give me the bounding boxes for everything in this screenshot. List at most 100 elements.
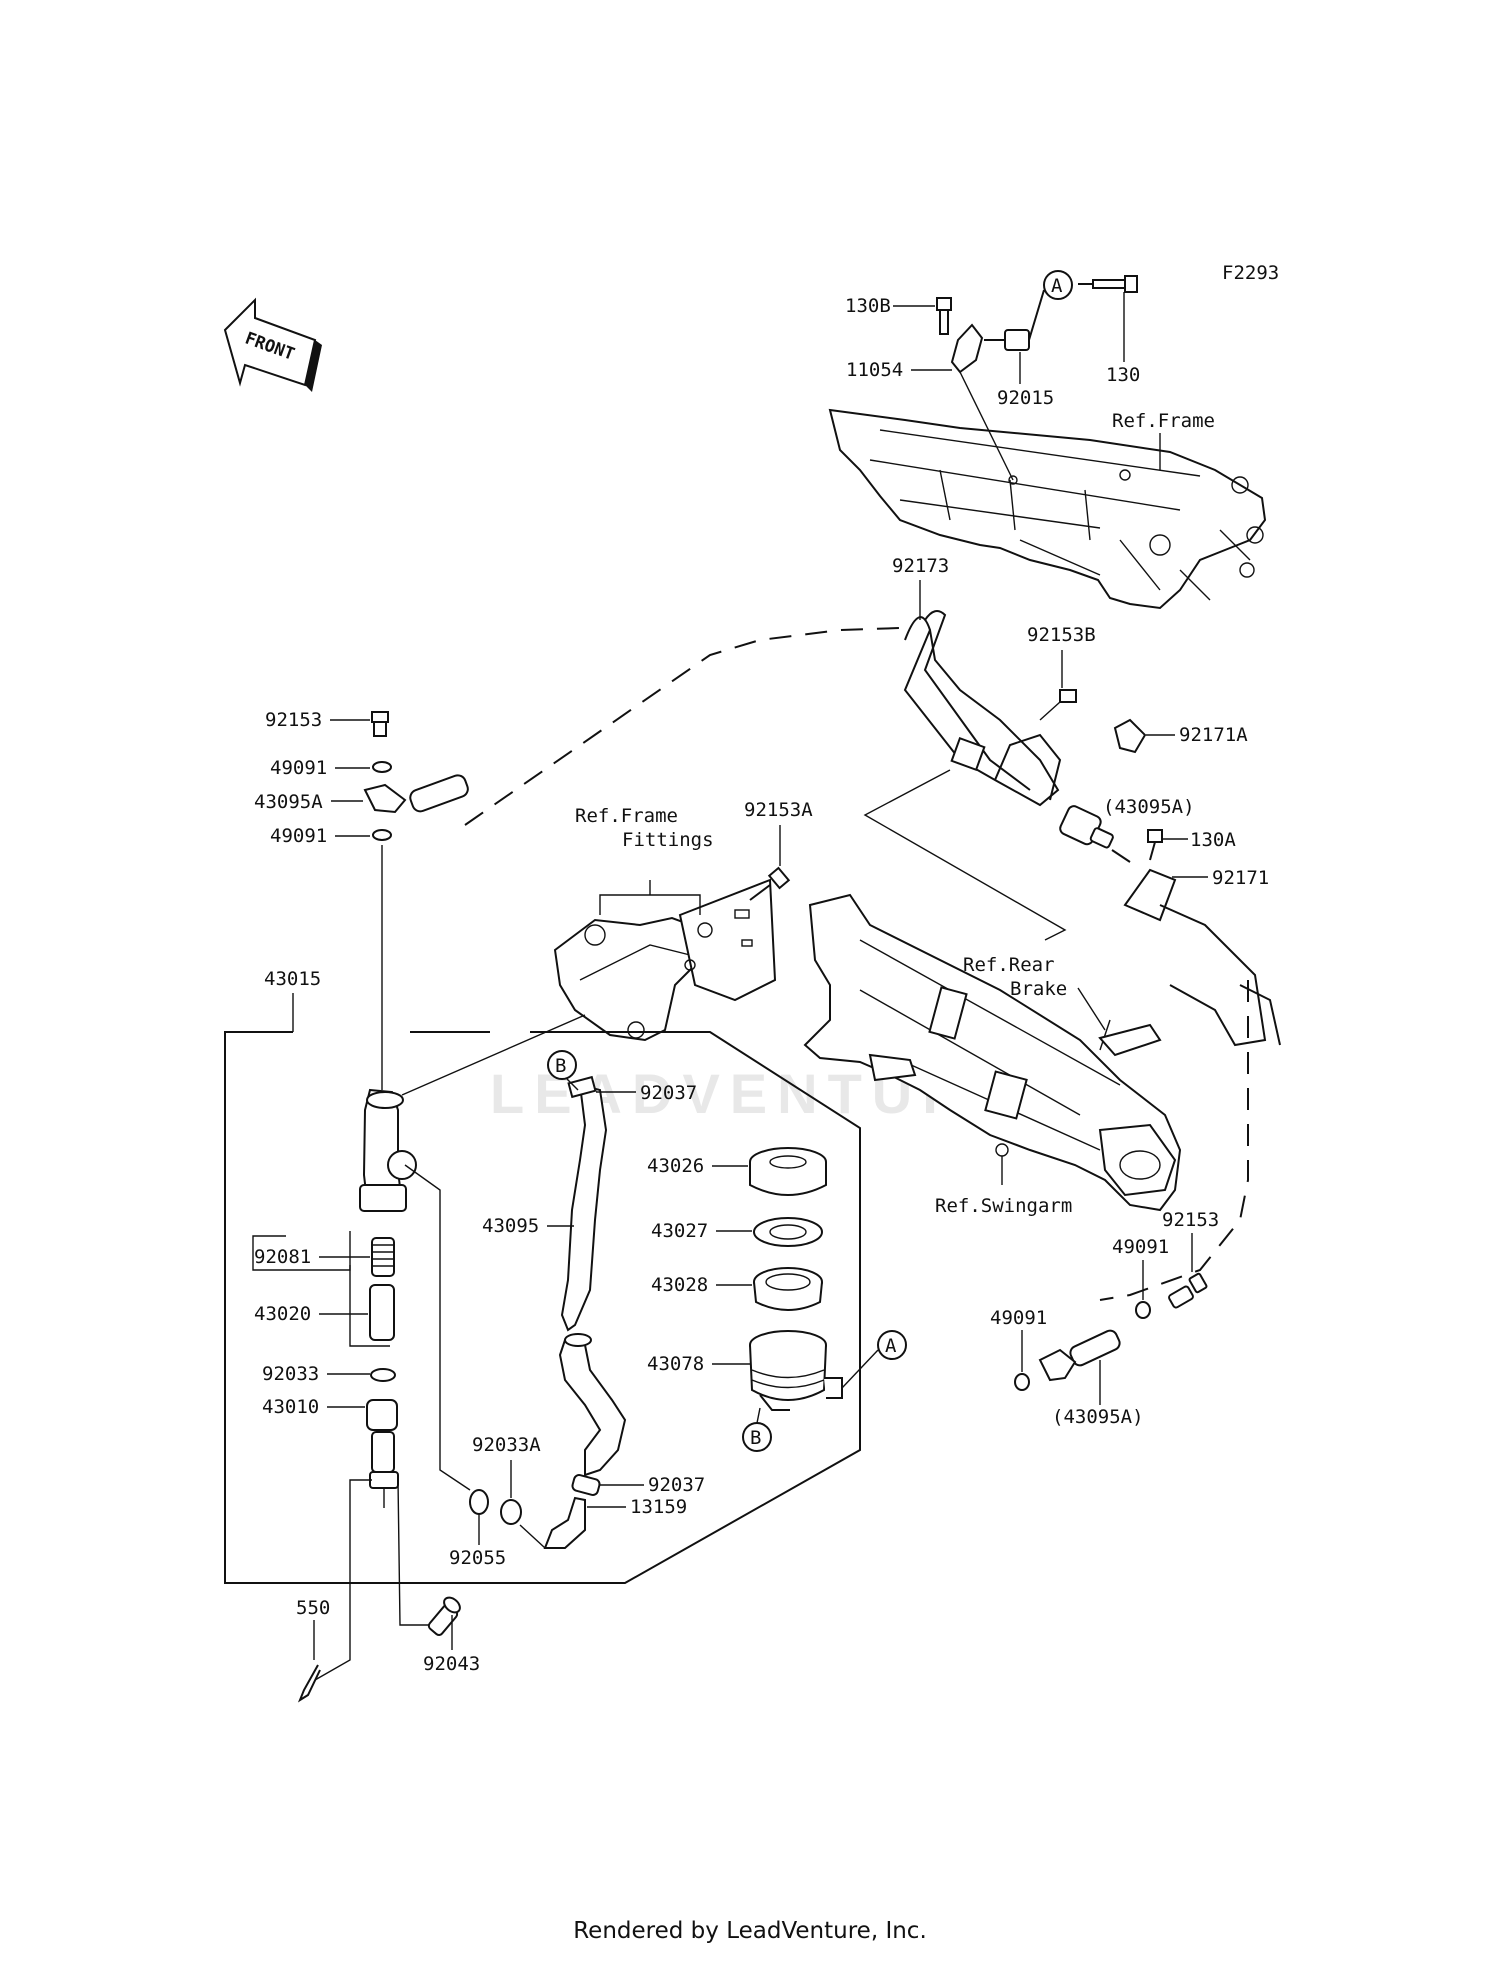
plate-43027 [753, 1217, 823, 1247]
label-92171A: 92171A [1146, 724, 1248, 746]
label-43010: 43010 [262, 1396, 365, 1418]
label-92153B: 92153B [1027, 624, 1096, 688]
label-11054: 11054 [846, 359, 952, 381]
label-92171: 92171 [1172, 867, 1269, 889]
bracket-11054 [950, 323, 984, 374]
svg-text:Ref.Rear: Ref.Rear [963, 954, 1055, 976]
svg-text:43020: 43020 [254, 1303, 311, 1325]
svg-text:130B: 130B [845, 295, 891, 317]
label-43078: 43078 [647, 1353, 750, 1375]
banjo-43095A [363, 783, 407, 814]
label-ref-frame-fittings: Ref.Frame Fittings [575, 805, 714, 851]
svg-text:43095: 43095 [482, 1215, 539, 1237]
svg-text:92171A: 92171A [1179, 724, 1248, 746]
svg-text:43015: 43015 [264, 968, 321, 990]
label-43020: 43020 [254, 1303, 368, 1325]
bolt-92153-head [371, 711, 389, 723]
label-13159: 13159 [587, 1496, 687, 1518]
bolt-92153B [1039, 689, 1077, 721]
bolt-130B-head [936, 297, 952, 311]
bolt-92153-shank [373, 721, 387, 737]
svg-text:43028: 43028 [651, 1274, 708, 1296]
label-92173: 92173 [892, 555, 949, 620]
svg-text:92153: 92153 [265, 709, 322, 731]
svg-text:92037: 92037 [640, 1082, 697, 1104]
svg-text:Fittings: Fittings [622, 829, 714, 851]
hose-fitting-43095A-right [1059, 805, 1131, 863]
washer-49091-lower [372, 829, 392, 841]
svg-text:11054: 11054 [846, 359, 903, 381]
brake-hose-92173 [903, 610, 1062, 807]
bolt-92153-right-head [1188, 1272, 1208, 1294]
label-92153-right: 92153 [1162, 1209, 1219, 1272]
label-43015: 43015 [264, 968, 321, 990]
label-92033A: 92033A [472, 1434, 541, 1498]
label-92033: 92033 [262, 1363, 370, 1385]
label-43095A-right-top: (43095A) [1103, 796, 1195, 818]
svg-text:49091: 49091 [1112, 1236, 1169, 1258]
svg-text:92033A: 92033A [472, 1434, 541, 1456]
svg-text:92173: 92173 [892, 555, 949, 577]
svg-text:Ref.Swingarm: Ref.Swingarm [935, 1195, 1072, 1217]
frame-fittings-reference [553, 878, 777, 1042]
front-direction-arrow: FRONT [223, 297, 322, 392]
svg-text:A: A [1051, 275, 1063, 297]
cotter-pin-550 [297, 1664, 321, 1703]
label-ref-rear-brake: Ref.Rear Brake [963, 954, 1106, 1031]
hose-route-right-dashed [1099, 980, 1249, 1301]
svg-text:92081: 92081 [254, 1246, 311, 1268]
svg-text:92153A: 92153A [744, 799, 813, 821]
banjo-43095A-right-body [1038, 1348, 1077, 1382]
master-cylinder-43015 [359, 1088, 471, 1491]
bracket-assembly-top [936, 275, 1138, 481]
banjo-fitting-lower-right [1014, 1272, 1208, 1405]
diaphragm-43028 [753, 1267, 823, 1311]
label-92043: 92043 [423, 1615, 480, 1675]
label-43027: 43027 [651, 1220, 752, 1242]
svg-text:43026: 43026 [647, 1155, 704, 1177]
svg-text:49091: 49091 [270, 825, 327, 847]
label-ref-swingarm: Ref.Swingarm [935, 1195, 1072, 1217]
label-92081: 92081 [254, 1246, 370, 1268]
svg-text:43095A: 43095A [254, 791, 323, 813]
svg-text:(43095A): (43095A) [1052, 1406, 1144, 1428]
label-130A: 130A [1162, 829, 1236, 851]
circlip-92033A [500, 1499, 522, 1525]
svg-text:92055: 92055 [449, 1547, 506, 1569]
bolt-130-head [1124, 275, 1138, 293]
label-49091-c: 49091 [1112, 1236, 1169, 1300]
inner-box-43020 [349, 1265, 390, 1347]
bolt-92153-right-shank [1168, 1285, 1194, 1309]
label-92153A: 92153A [744, 799, 813, 866]
clevis-pin-92043 [427, 1596, 461, 1636]
svg-text:49091: 49091 [990, 1307, 1047, 1329]
label-43095A-right-bottom: (43095A) [1052, 1406, 1144, 1428]
swingarm-reference-drawing [803, 893, 1182, 1212]
circlip-92033 [370, 1368, 396, 1382]
banjo-fitting-upper [363, 711, 469, 1090]
reservoir-cap-43026 [749, 1147, 827, 1196]
label-92037-top: 92037 [596, 1082, 697, 1104]
svg-text:92033: 92033 [262, 1363, 319, 1385]
label-130B: 130B [845, 295, 935, 317]
label-49091-d: 49091 [990, 1307, 1047, 1372]
callout-A-reservoir: A [877, 1330, 907, 1360]
reservoir-43078 [749, 1330, 843, 1411]
svg-text:43010: 43010 [262, 1396, 319, 1418]
washer-49091-right-a [1135, 1301, 1151, 1319]
push-rod-43010 [366, 1399, 399, 1508]
label-92037-bottom: 92037 [600, 1474, 705, 1496]
svg-text:Brake: Brake [1010, 978, 1067, 1000]
frame-reference-drawing [828, 408, 1267, 610]
svg-text:A: A [885, 1335, 897, 1357]
bracket-92171 [1123, 868, 1281, 1047]
svg-text:92043: 92043 [423, 1653, 480, 1675]
leader-92043 [397, 1479, 430, 1626]
svg-text:43027: 43027 [651, 1220, 708, 1242]
label-49091-b: 49091 [270, 825, 370, 847]
label-43028: 43028 [651, 1274, 752, 1296]
label-550: 550 [296, 1597, 330, 1660]
svg-text:13159: 13159 [630, 1496, 687, 1518]
svg-text:(43095A): (43095A) [1103, 796, 1195, 818]
